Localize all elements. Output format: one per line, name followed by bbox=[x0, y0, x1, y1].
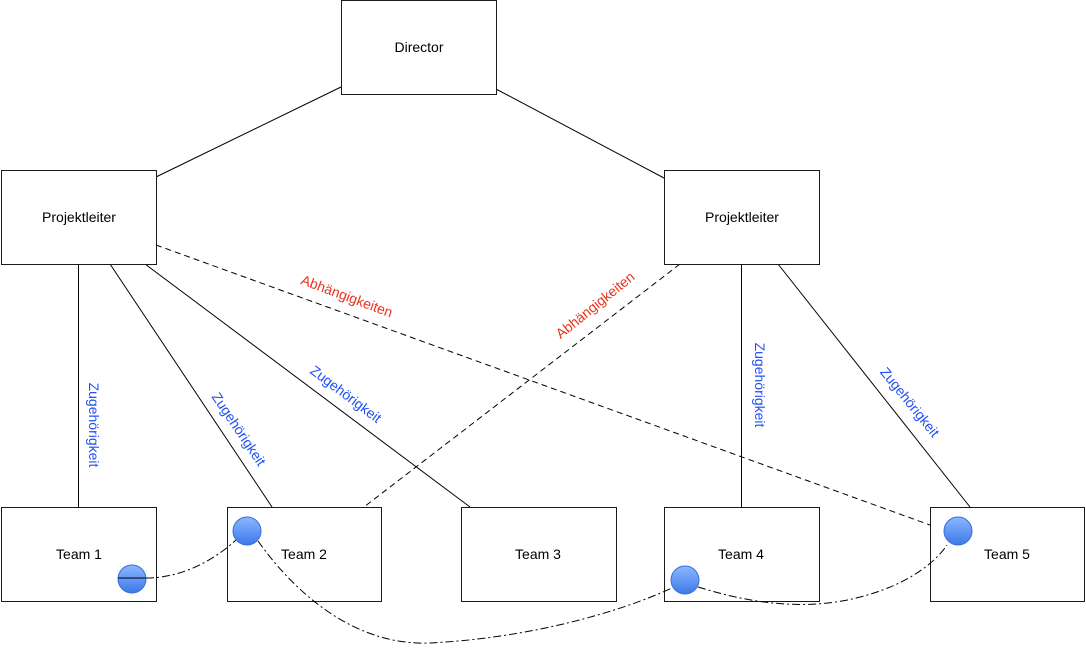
edge-pl-left-team3 bbox=[144, 263, 471, 508]
edge-pl-left-team2 bbox=[109, 263, 273, 508]
edge-label-pl-left-team1: Zugehörigkeit bbox=[86, 383, 102, 468]
edge-pl-right-team5 bbox=[777, 263, 971, 508]
edge-label-pl-right-team4: Zugehörigkeit bbox=[752, 343, 768, 428]
marker-team4 bbox=[670, 565, 700, 595]
node-projektleiter-right: Projektleiter bbox=[664, 170, 820, 265]
node-director-label: Director bbox=[394, 39, 443, 55]
marker-team5 bbox=[943, 516, 973, 546]
connector-team4-team5 bbox=[697, 544, 948, 605]
node-team3-label: Team 3 bbox=[515, 546, 561, 562]
edge-dependency-pl-right-team2 bbox=[363, 263, 681, 508]
connector-team2-team4 bbox=[257, 540, 673, 644]
edge-dependency-pl-left-team5 bbox=[155, 244, 931, 526]
node-team3: Team 3 bbox=[461, 507, 617, 602]
node-team5-label: Team 5 bbox=[984, 546, 1030, 562]
marker-team2 bbox=[232, 516, 262, 546]
connector-team1-team2 bbox=[145, 539, 237, 579]
edge-label-dependency-pl-right-team2: Abhängigkeiten bbox=[552, 268, 637, 341]
edge-director-pl-right bbox=[495, 88, 665, 179]
marker-team1 bbox=[117, 564, 147, 594]
node-team1-label: Team 1 bbox=[56, 546, 102, 562]
node-projektleiter-left: Projektleiter bbox=[1, 170, 157, 265]
edge-director-pl-left bbox=[155, 86, 342, 178]
node-projektleiter-right-label: Projektleiter bbox=[705, 209, 779, 225]
edge-label-dependency-pl-left-team5: Abhängigkeiten bbox=[299, 272, 395, 321]
node-director: Director bbox=[341, 0, 497, 95]
node-projektleiter-left-label: Projektleiter bbox=[42, 209, 116, 225]
node-team4-label: Team 4 bbox=[718, 546, 764, 562]
node-team2-label: Team 2 bbox=[281, 546, 327, 562]
